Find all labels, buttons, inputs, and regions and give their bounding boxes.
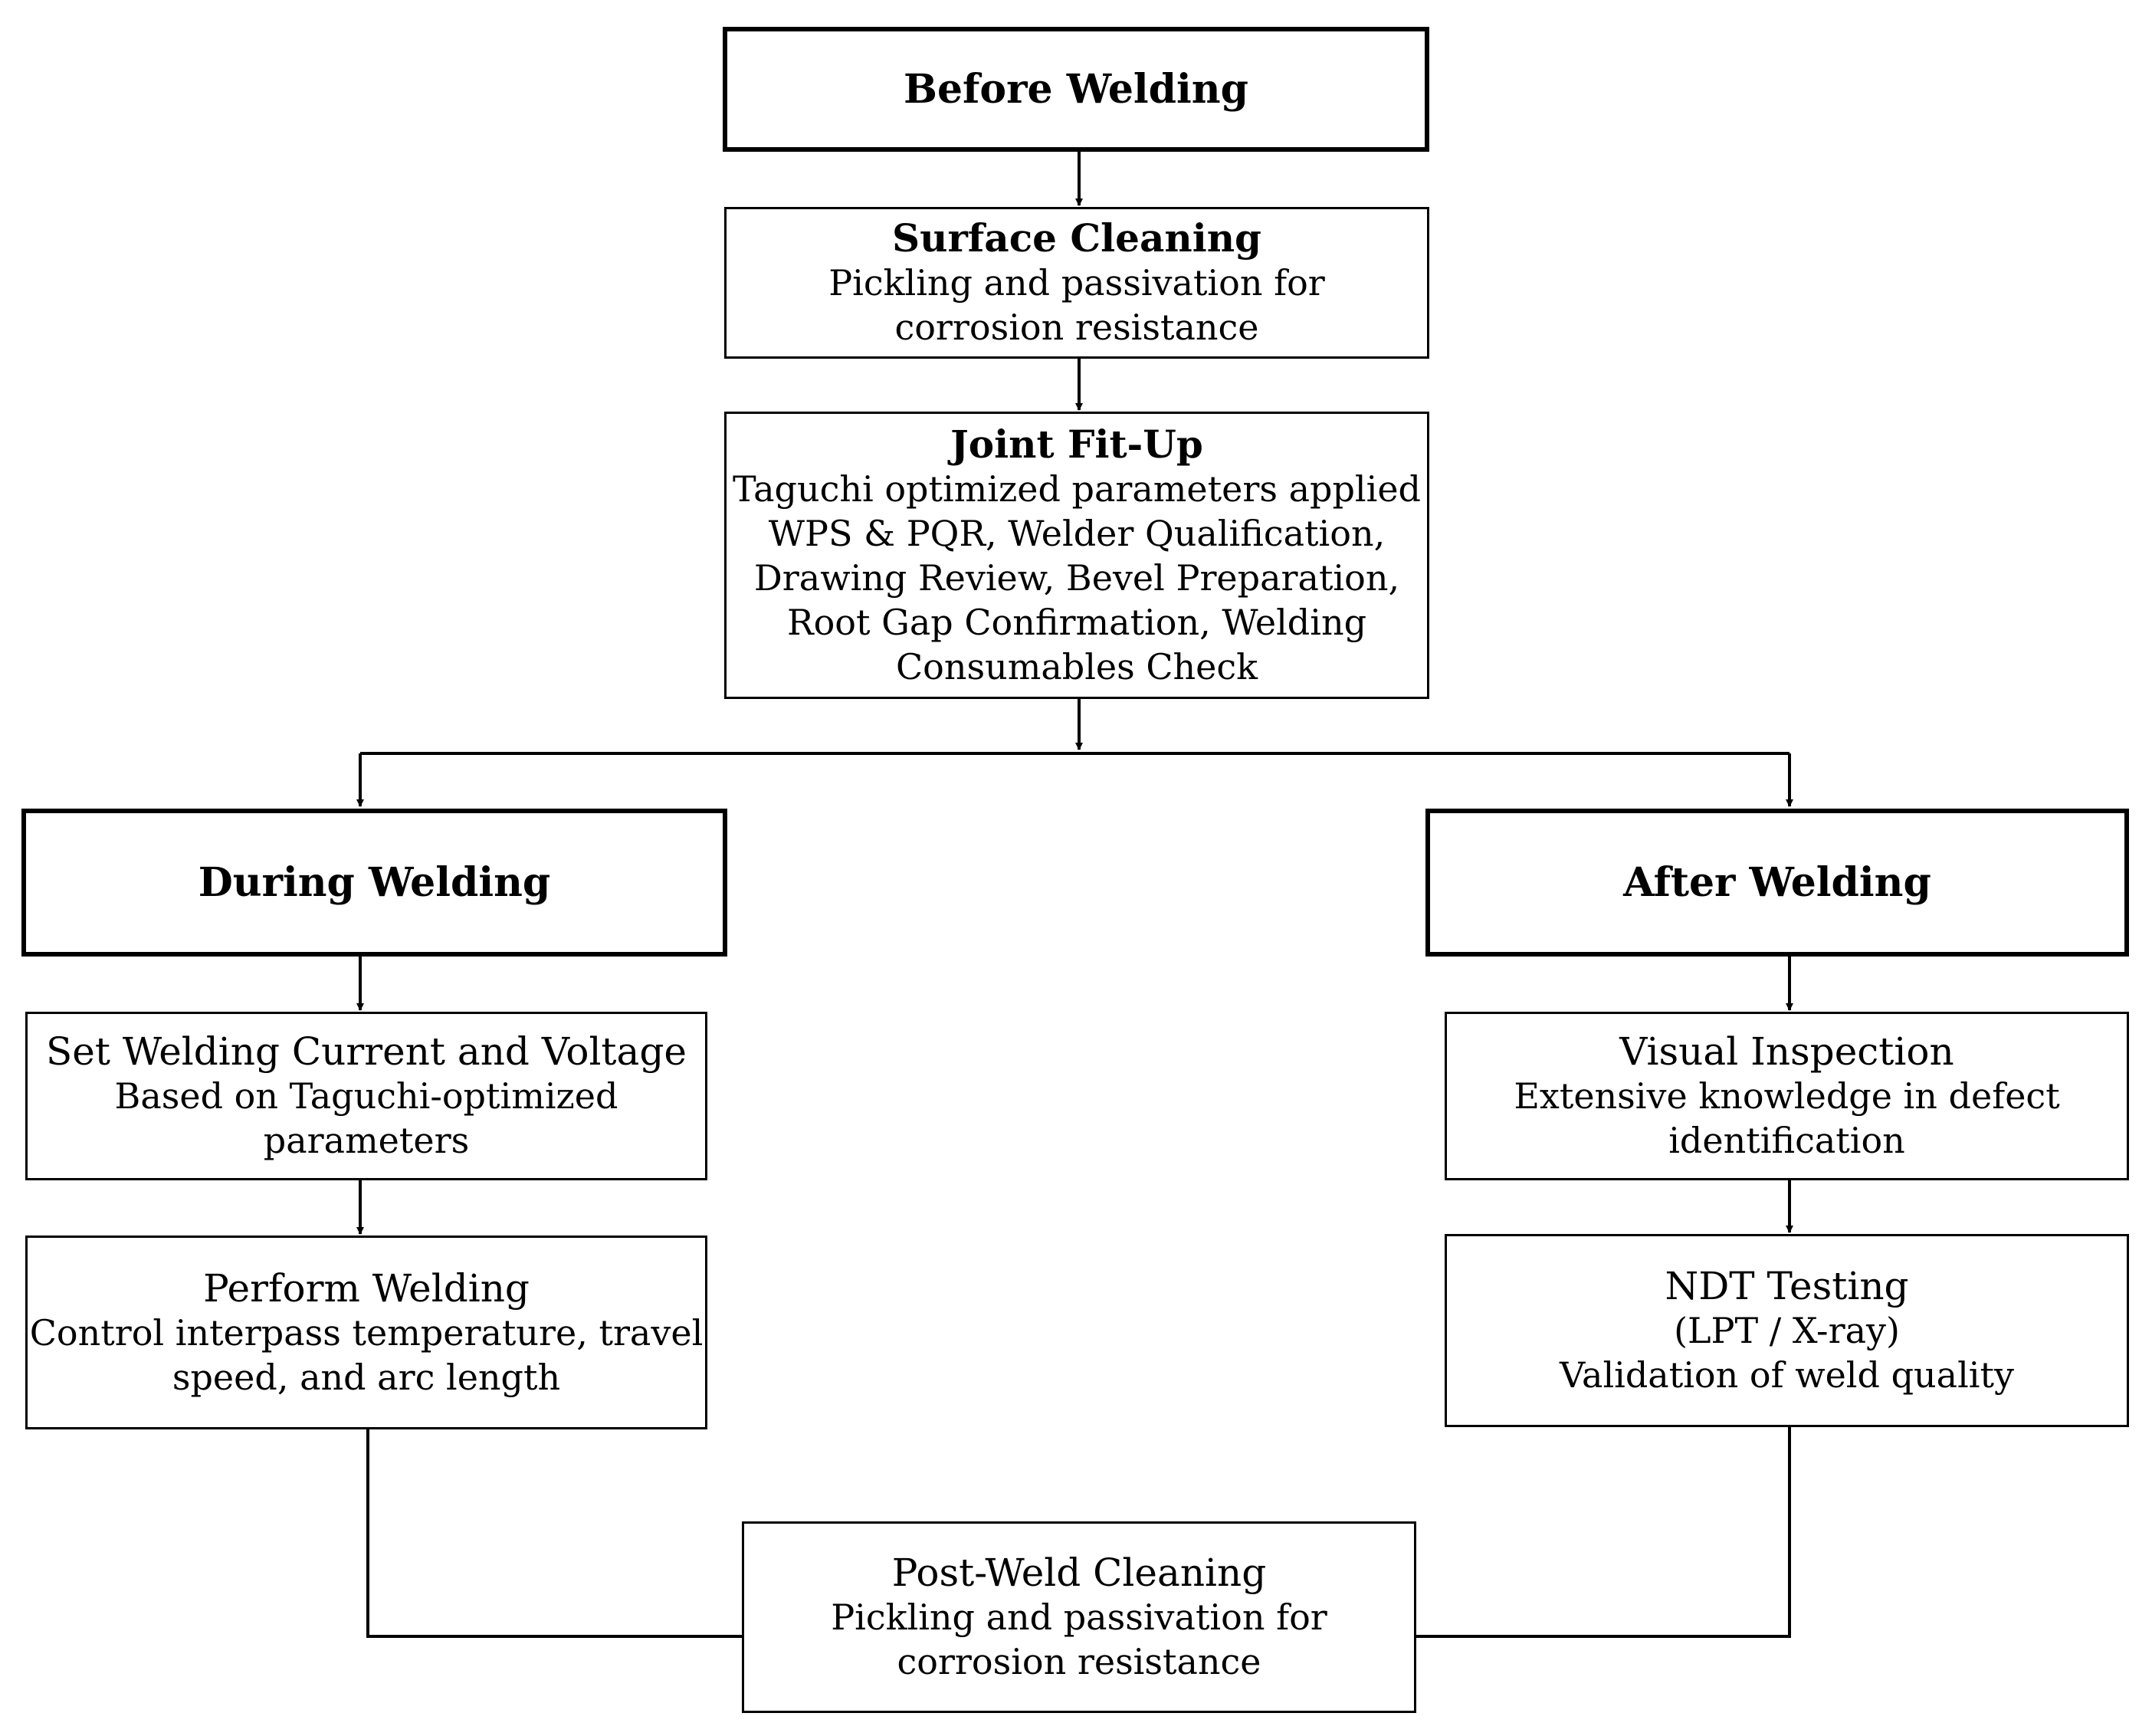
stage-label: Before Welding [904, 65, 1248, 113]
stage-label: After Welding [1623, 858, 1931, 906]
stage-before-welding: Before Welding [723, 27, 1429, 152]
step-detail: WPS & PQR, Welder Qualification, [768, 512, 1386, 554]
line-perform-to-postweld [366, 1429, 742, 1638]
stage-label: During Welding [198, 858, 551, 906]
step-title: Set Welding Current and Voltage [46, 1029, 687, 1074]
step-ndt-testing: NDT Testing (LPT / X-ray) Validation of … [1445, 1234, 2129, 1427]
step-joint-fitup: Joint Fit-Up Taguchi optimized parameter… [724, 412, 1429, 699]
step-detail: parameters [263, 1120, 470, 1161]
step-title: Visual Inspection [1619, 1029, 1954, 1074]
step-detail: Pickling and passivation for [831, 1597, 1327, 1638]
step-detail: Taguchi optimized parameters applied [733, 468, 1421, 510]
step-detail: Root Gap Confirmation, Welding [786, 601, 1367, 643]
step-title: Post-Weld Cleaning [891, 1551, 1267, 1595]
step-detail: corrosion resistance [894, 307, 1259, 348]
step-perform-welding: Perform Welding Control interpass temper… [25, 1236, 707, 1429]
stage-during-welding: During Welding [21, 809, 727, 957]
line-ndt-to-postweld [1416, 1427, 1791, 1638]
step-detail: Validation of weld quality [1560, 1354, 2014, 1396]
step-detail: Extensive knowledge in defect [1514, 1075, 2060, 1117]
step-set-current-voltage: Set Welding Current and Voltage Based on… [25, 1012, 707, 1180]
step-detail: Control interpass temperature, travel [29, 1311, 704, 1354]
step-title: Surface Cleaning [891, 215, 1262, 261]
step-detail: corrosion resistance [897, 1641, 1261, 1682]
step-title: NDT Testing [1665, 1264, 1909, 1308]
step-visual-inspection: Visual Inspection Extensive knowledge in… [1445, 1012, 2129, 1180]
step-detail: Pickling and passivation for [828, 262, 1325, 304]
step-title: Joint Fit-Up [950, 421, 1203, 467]
step-post-weld-cleaning: Post-Weld Cleaning Pickling and passivat… [742, 1521, 1416, 1713]
stage-after-welding: After Welding [1425, 809, 2129, 957]
step-surface-cleaning: Surface Cleaning Pickling and passivatio… [724, 207, 1429, 359]
step-detail: Drawing Review, Bevel Preparation, [753, 556, 1400, 599]
step-detail: Based on Taguchi-optimized [114, 1075, 618, 1117]
step-detail: Consumables Check [895, 645, 1258, 688]
step-detail: identification [1668, 1120, 1905, 1161]
step-detail: (LPT / X-ray) [1674, 1310, 1900, 1351]
step-detail: speed, and arc length [172, 1356, 561, 1398]
step-title: Perform Welding [203, 1265, 530, 1311]
